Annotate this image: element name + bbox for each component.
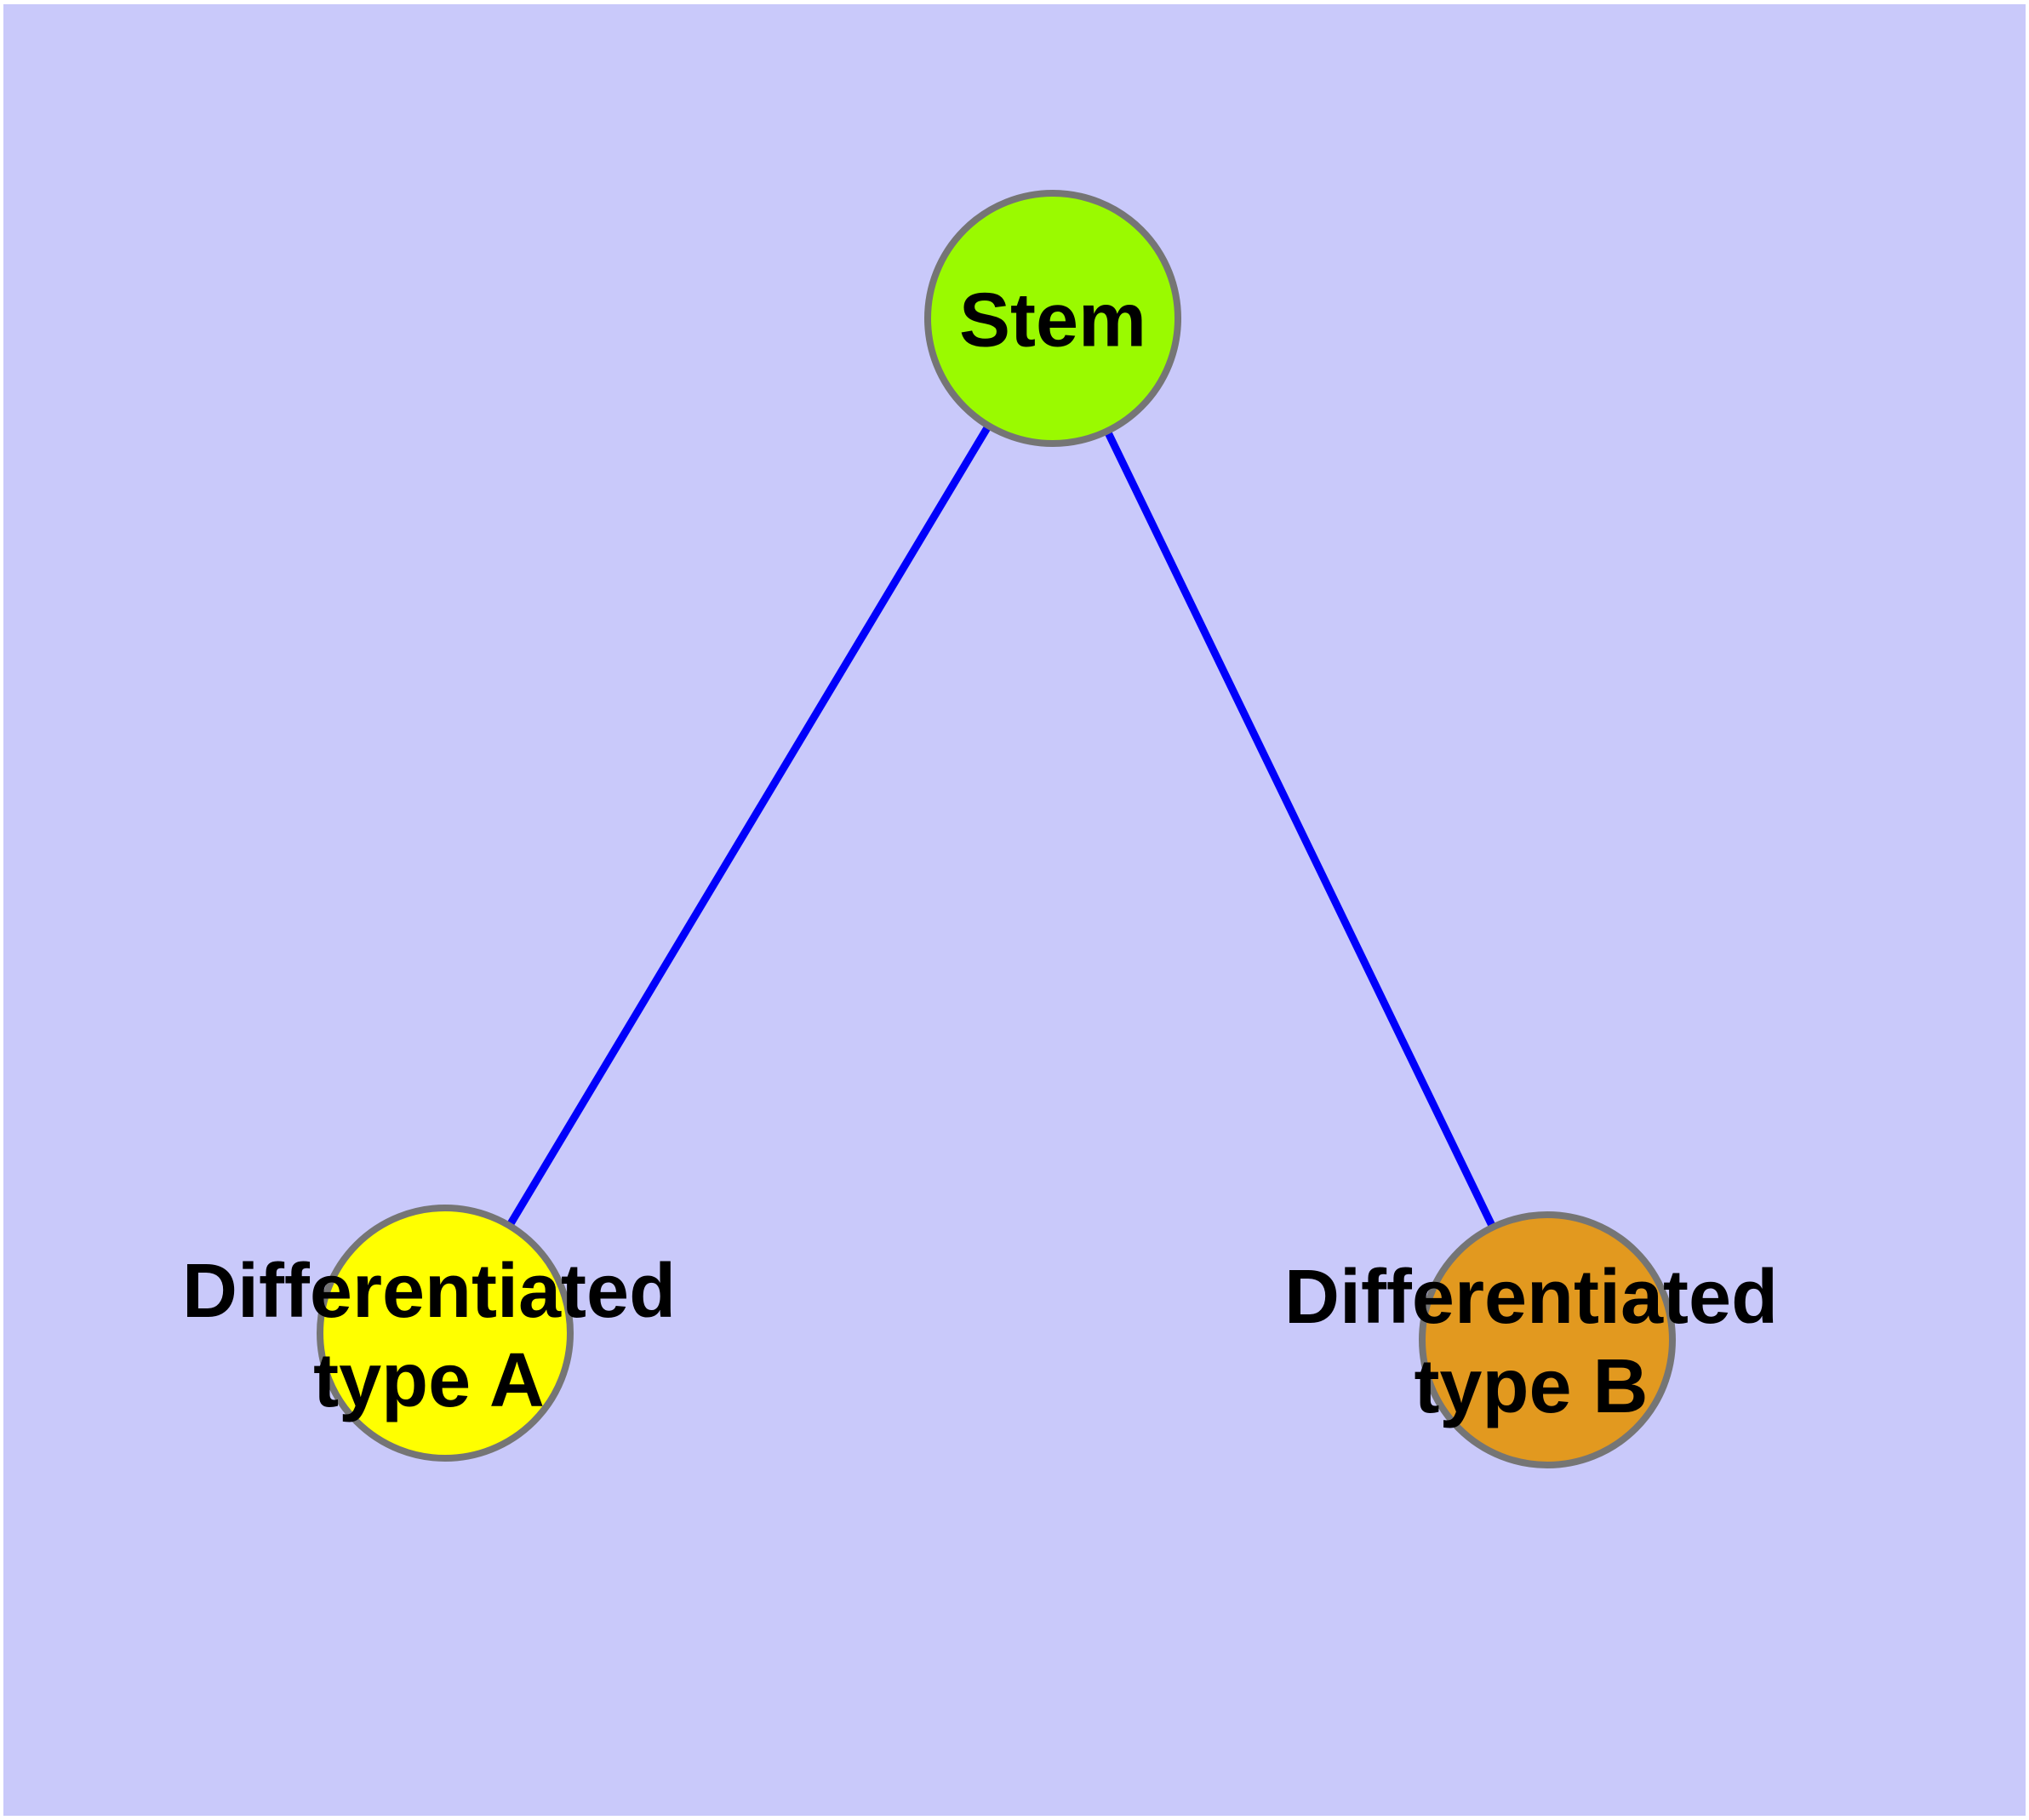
node-differentiated-type-b [1419,1211,1676,1468]
edges-layer [442,316,1552,1342]
node-stem-label: Stem [959,277,1146,366]
node-type-b-label-line2: type B [1414,1344,1649,1429]
node-differentiated-type-a [317,1205,574,1462]
node-type-b-label-line1: Differentiated [1283,1255,1779,1340]
node-stem-label-text: Stem [958,278,1147,363]
node-type-a-label-line1: Differentiated [181,1249,677,1334]
node-type-b-label: Differentiated type B [1284,1253,1778,1432]
node-stem [924,190,1181,447]
node-type-a-label-line2: type A [313,1338,545,1423]
edge-stem-to-type-b [1049,317,1552,1342]
diagram-canvas: Stem Differentiated type A Differentiate… [3,4,2026,1816]
node-type-a-label: Differentiated type A [182,1247,676,1426]
edge-stem-to-type-a [442,316,1056,1336]
